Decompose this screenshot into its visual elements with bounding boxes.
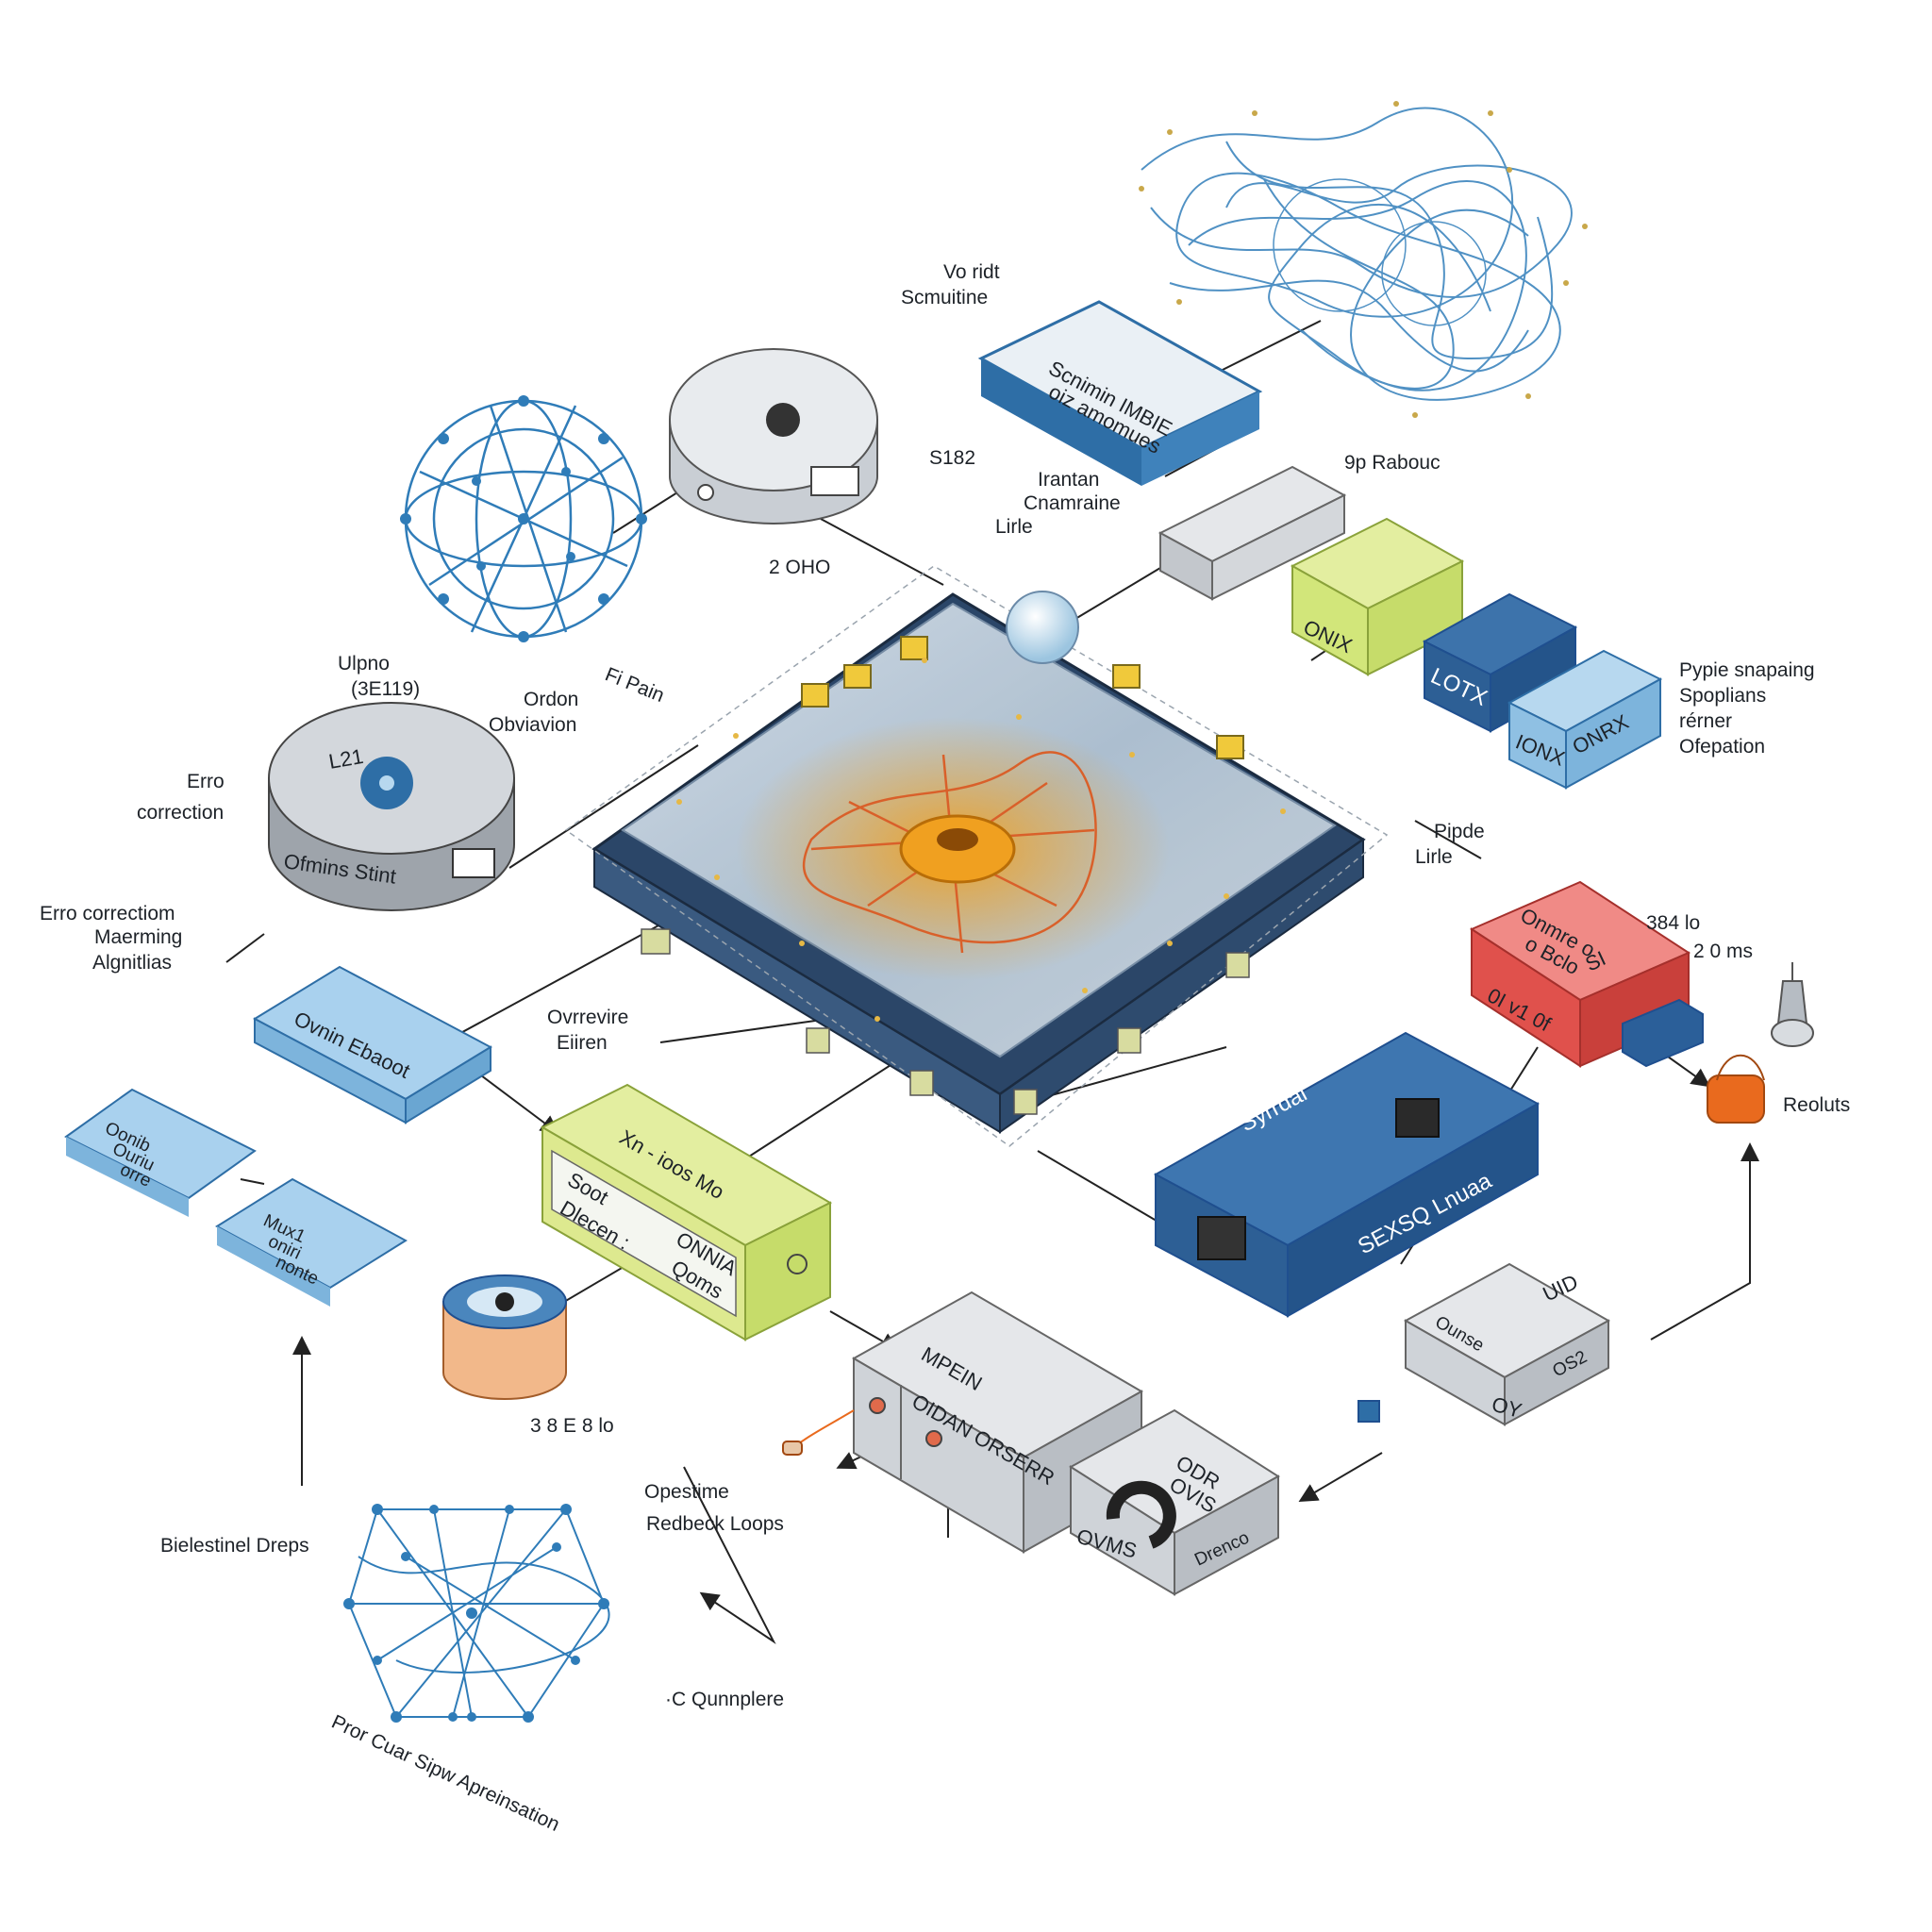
disk-icon-top	[669, 348, 878, 525]
pipe-label: Pipde	[1434, 821, 1485, 842]
xn-module: Xn - ioos Mo Soot Dlecen : ONNIA Qoms	[540, 1083, 833, 1341]
two-ohm-label: 2 OHO	[769, 557, 830, 578]
glass-sphere-icon	[1006, 591, 1079, 664]
erro-mearning-2: Maerming	[94, 926, 182, 948]
ionx-module: IONX ONRX	[1507, 649, 1663, 790]
v20-label: 2 0 ms	[1693, 941, 1753, 962]
vo-title-2: Scmuitine	[901, 287, 988, 308]
uid-module: UID Ounse OY OS2	[1357, 1262, 1611, 1426]
orange-pad-icon	[1707, 1054, 1765, 1124]
ulpno-label: Ulpno	[338, 653, 390, 675]
qubit-pads	[801, 636, 1244, 759]
blue-panel-1: Oonib Ouriu orre	[64, 1088, 257, 1217]
obviavion-label: Obviavion	[489, 714, 576, 736]
gray-connector-block	[1158, 465, 1347, 601]
s182-label: S182	[929, 447, 975, 469]
erro-mearning-1: Erro correctiom	[40, 903, 175, 924]
pipeline-1: Pypie snapaing	[1679, 659, 1815, 681]
pipeline-2: Spoplians	[1679, 685, 1766, 707]
v384-label: 384 lo	[1646, 912, 1700, 934]
tangle-network-icon	[1141, 107, 1573, 401]
plug-icon	[782, 1409, 855, 1456]
fi-pain-label: Fi Pain	[602, 663, 667, 707]
ordon-label: Ordon	[524, 689, 578, 710]
synrd-module: Syrrdal SEXSQ Lnuaa	[1153, 1031, 1541, 1318]
erro-label: Erro	[187, 771, 225, 792]
scnimin-module: Scnimin IMBIE oiz amomues	[977, 300, 1263, 486]
vo-title-1: Vo ridt	[943, 261, 1000, 283]
overline-1: Ovrrevire	[547, 1007, 628, 1028]
bielestinel-label: Bielestinel Dreps	[160, 1535, 309, 1557]
sparkle-particles	[676, 658, 1286, 1022]
reoluts-label: Reoluts	[1783, 1094, 1850, 1116]
pipeline-3: rérner	[1679, 710, 1732, 732]
pipeline-4: Ofepation	[1679, 736, 1765, 758]
cylinder-icon	[442, 1274, 567, 1400]
disk-icon-left: L21 Ofmins Stint	[268, 702, 515, 911]
ulpno-code: (3E119)	[351, 678, 420, 700]
ovis-module: ODR OVIS OVMS Drenco	[1069, 1408, 1280, 1596]
sensor-icon	[1771, 962, 1814, 1047]
chip-edge-pads	[641, 928, 1250, 1115]
overline-2: Eiiren	[557, 1032, 608, 1054]
redbeck-label: Redbeck Loops	[646, 1513, 784, 1535]
lirle-label: Lirle	[1415, 846, 1453, 868]
onix-module: ONIX	[1290, 517, 1465, 676]
transfer-3: Lirle	[995, 516, 1033, 538]
v3-label: 3 8 E 8 lo	[530, 1415, 614, 1437]
correction-label: correction	[137, 802, 224, 824]
blue-panel-2: Mux1 oniri nonte	[215, 1177, 408, 1307]
prior-label: Pror Cuar Sipw Apreinsation	[328, 1711, 563, 1836]
ip-rabouc-label: 9p Rabouc	[1344, 452, 1441, 474]
qubit-chip-icon	[564, 565, 1389, 1147]
network-cluster-icon	[347, 1508, 610, 1718]
c-qunnplere-label: ·C Qunnplere	[665, 1689, 784, 1710]
ovnin-module: Ovnin Ebaoot	[252, 965, 493, 1124]
network-cluster-nodes	[343, 1504, 609, 1723]
opestime-label: Opestime	[644, 1481, 729, 1503]
erro-mearning-3: Algnitlias	[92, 952, 172, 974]
red-module: Onmre o o Bclo 0I v1 0f SI	[1469, 880, 1704, 1068]
globe-nodes	[400, 395, 647, 642]
transfer-2: Cnamraine	[1024, 492, 1121, 514]
transfer-1: Irantan	[1038, 469, 1099, 491]
